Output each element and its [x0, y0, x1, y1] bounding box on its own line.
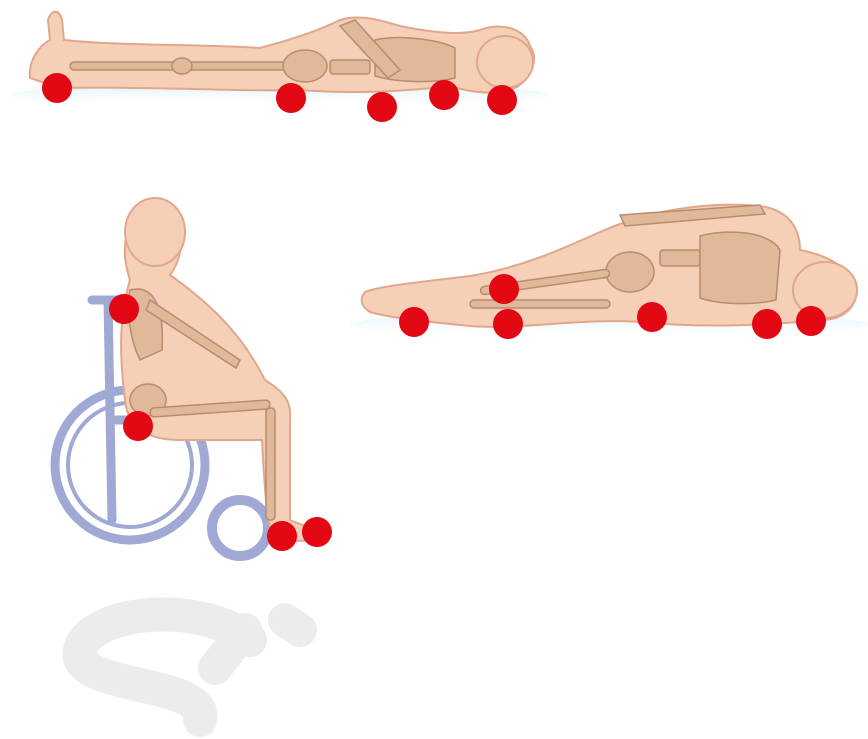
pressure-point-side-hip — [637, 302, 667, 332]
pressure-point-supine-heel — [42, 73, 72, 103]
pressure-point-seated-scapula — [109, 294, 139, 324]
pressure-point-supine-sacrum — [276, 83, 306, 113]
pressure-point-side-ear — [796, 306, 826, 336]
pressure-point-side-shoulder — [752, 309, 782, 339]
wheelchair-figure — [55, 198, 318, 556]
pressure-point-side-knee-lower — [493, 309, 523, 339]
supine-head — [477, 36, 533, 88]
pressure-point-seated-heel — [267, 521, 297, 551]
pressure-point-supine-scapula — [429, 80, 459, 110]
pressure-point-supine-elbow — [367, 92, 397, 122]
watermark — [79, 615, 300, 720]
seated-head — [125, 198, 185, 266]
pressure-point-side-ankle — [399, 307, 429, 337]
pressure-point-supine-occiput — [487, 85, 517, 115]
pressure-point-seated-toe — [302, 517, 332, 547]
pressure-point-seated-ischium — [123, 411, 153, 441]
supine-body — [30, 12, 534, 93]
pressure-point-side-knee-upper — [489, 274, 519, 304]
